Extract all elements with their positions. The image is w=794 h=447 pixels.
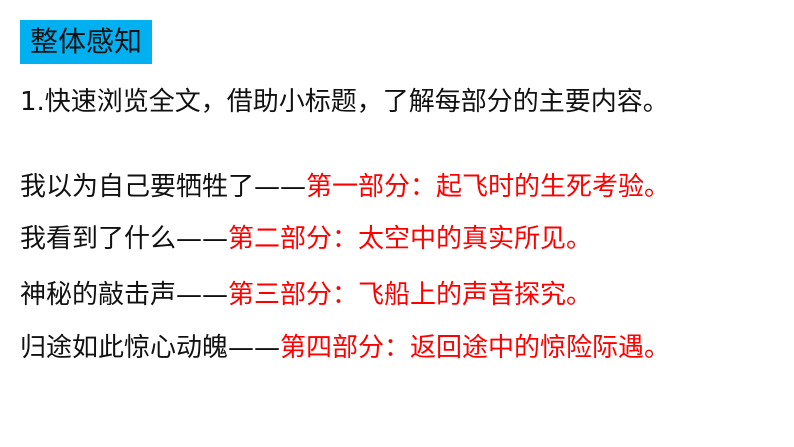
part-line-3: 神秘的敲击声——第三部分：飞船上的声音探究。 (20, 277, 592, 313)
part-subtitle: 神秘的敲击声 (20, 280, 177, 310)
part-line-2: 我看到了什么——第二部分：太空中的真实所见。 (20, 221, 592, 257)
part-line-4: 归途如此惊心动魄——第四部分：返回途中的惊险际遇。 (20, 330, 670, 366)
part-summary: 第二部分：太空中的真实所见。 (228, 224, 593, 254)
em-dash: —— (254, 172, 307, 202)
part-summary: 第四部分：返回途中的惊险际遇。 (280, 333, 671, 363)
part-subtitle: 归途如此惊心动魄 (20, 333, 229, 363)
part-summary: 第三部分：飞船上的声音探究。 (228, 280, 593, 310)
part-subtitle: 我以为自己要牺牲了 (20, 172, 255, 202)
section-title: 整体感知 (20, 20, 153, 64)
part-summary: 第一部分：起飞时的生死考验。 (306, 172, 671, 202)
em-dash: —— (228, 333, 281, 363)
em-dash: —— (176, 280, 229, 310)
em-dash: —— (176, 224, 229, 254)
instruction-text: 1.快速浏览全文，借助小标题，了解每部分的主要内容。 (20, 87, 669, 117)
part-subtitle: 我看到了什么 (20, 224, 177, 254)
part-line-1: 我以为自己要牺牲了——第一部分：起飞时的生死考验。 (20, 169, 670, 205)
